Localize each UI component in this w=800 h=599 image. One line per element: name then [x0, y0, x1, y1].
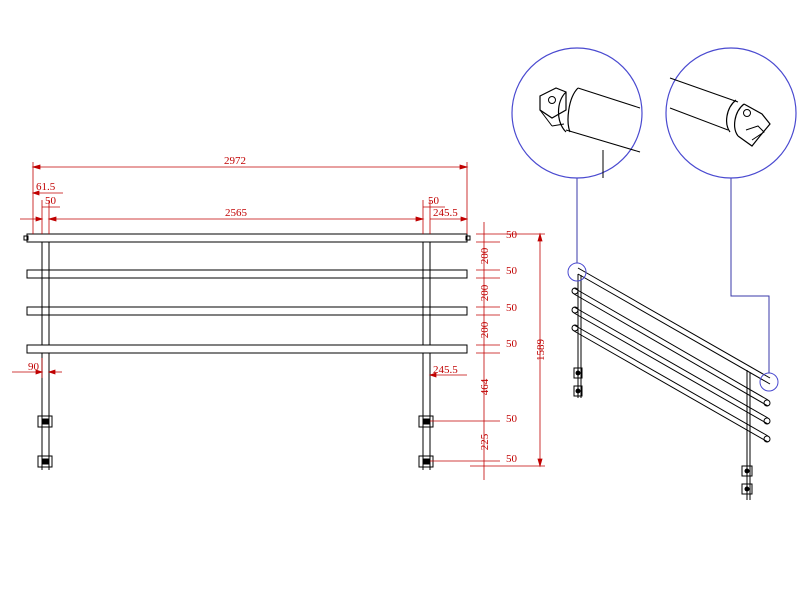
dim-end-offset: 61.5 — [36, 181, 56, 193]
dim-clamp-2: 50 — [506, 453, 518, 465]
isometric-view — [571, 267, 771, 500]
rail-3 — [26, 306, 468, 316]
rail-2 — [26, 269, 468, 279]
right-post — [418, 242, 434, 470]
dim-post-right-width: 50 — [428, 195, 440, 207]
dim-overall-height: 1589 — [535, 339, 547, 362]
iso-right-post — [741, 370, 753, 500]
dim-inner-span: 2565 — [225, 207, 248, 219]
dim-post-left-width: 50 — [45, 195, 57, 207]
iso-left-post — [573, 274, 583, 398]
dim-gap-3: 200 — [479, 321, 491, 338]
iso-rail-3 — [573, 306, 769, 425]
detail-right-connector — [665, 47, 797, 179]
dimension-labels: 2972 61.5 50 2565 50 245.5 50 200 50 200… — [28, 155, 547, 465]
rail-4 — [26, 344, 468, 354]
dim-rail-4: 50 — [506, 338, 518, 350]
dim-overall-width: 2972 — [224, 155, 246, 167]
dim-gap-1: 200 — [479, 247, 491, 264]
dim-lower-overhang: 245.5 — [433, 364, 458, 376]
dim-foot-width: 90 — [28, 361, 40, 373]
iso-rail-2 — [573, 287, 769, 407]
dimension-lines — [12, 162, 545, 480]
dim-right-overhang: 245.5 — [433, 207, 458, 219]
dim-rail-1: 50 — [506, 229, 518, 241]
dim-rail-2: 50 — [506, 265, 518, 277]
dim-clamp-gap: 225 — [479, 433, 491, 450]
dim-gap-2: 200 — [479, 284, 491, 301]
dim-rail-3: 50 — [506, 302, 518, 314]
left-post — [37, 242, 53, 470]
iso-rail-4 — [573, 324, 769, 443]
dim-lower-gap: 464 — [479, 378, 491, 395]
rail-1 — [23, 233, 471, 243]
dim-clamp-1: 50 — [506, 413, 518, 425]
detail-left-connector — [511, 47, 643, 179]
front-elevation — [23, 233, 471, 470]
iso-rail-1 — [577, 267, 771, 385]
detail-callouts — [511, 47, 797, 392]
